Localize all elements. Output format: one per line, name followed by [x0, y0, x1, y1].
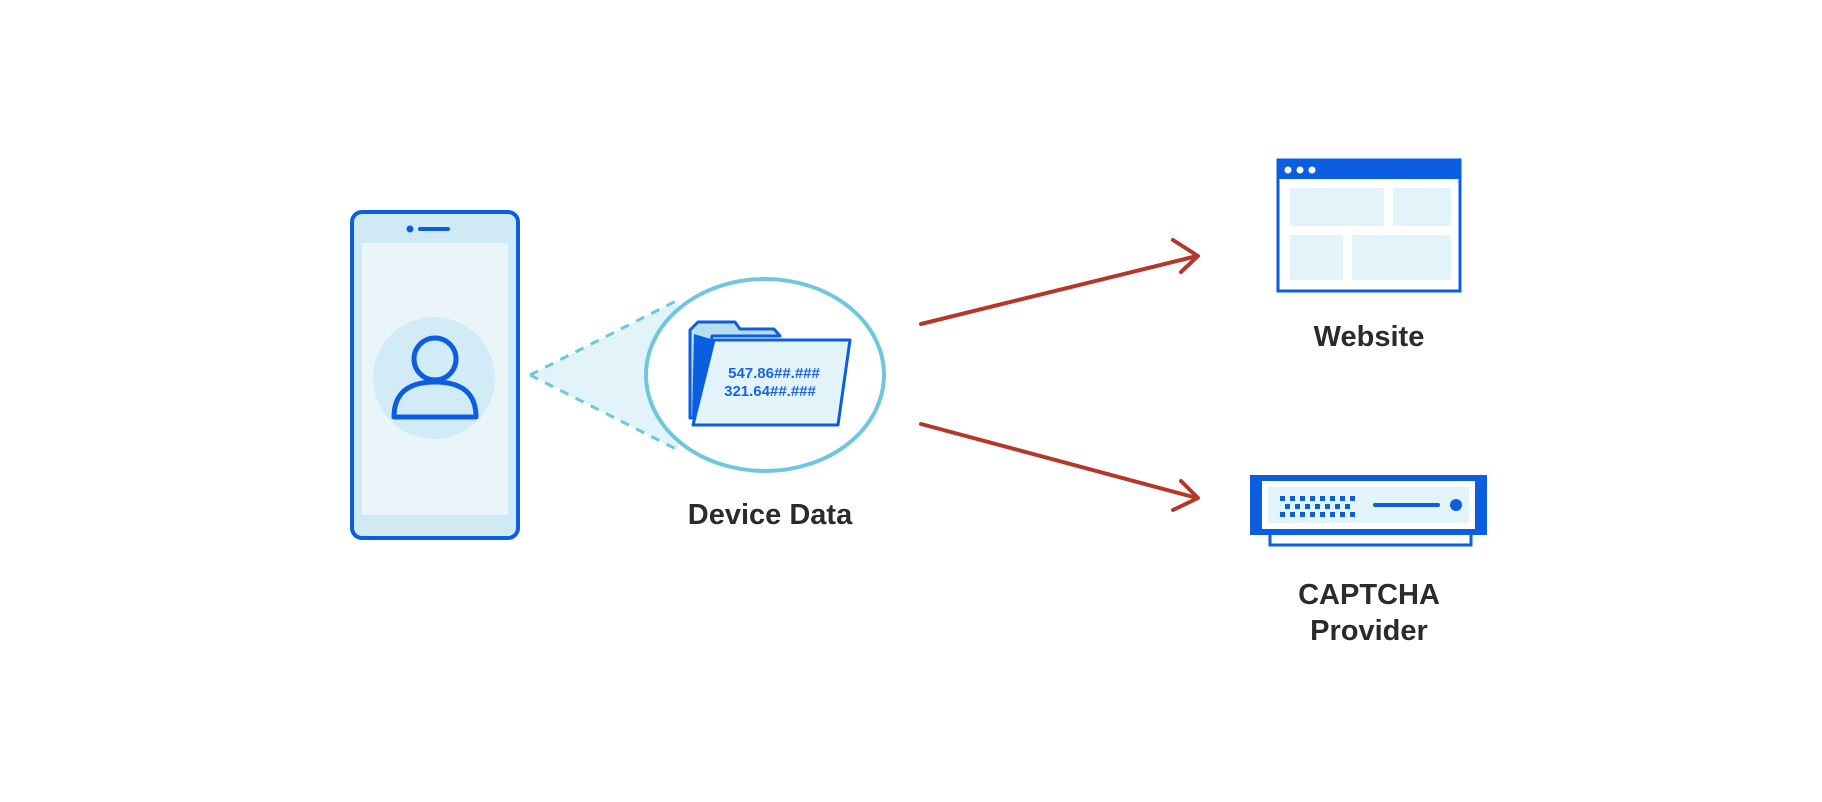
arrow-to-website [919, 238, 1200, 326]
data-folder-icon: 547.86##.### 321.64##.### [688, 320, 852, 427]
captcha-provider-label-line2: Provider [1310, 615, 1428, 647]
arrow-to-captcha-provider [919, 422, 1200, 512]
user-icon [391, 335, 479, 420]
website-label: Website [1314, 321, 1425, 353]
folder-value-line2: 321.64##.### [724, 383, 816, 400]
mobile-phone-user-icon [350, 210, 520, 540]
browser-window-icon [1276, 158, 1462, 293]
device-data-label: Device Data [688, 499, 853, 531]
captcha-provider-label-line1: CAPTCHA [1298, 579, 1440, 611]
folder-value-line1: 547.86##.### [728, 365, 820, 382]
projection-cone [529, 298, 679, 452]
server-device-icon [1250, 475, 1487, 547]
